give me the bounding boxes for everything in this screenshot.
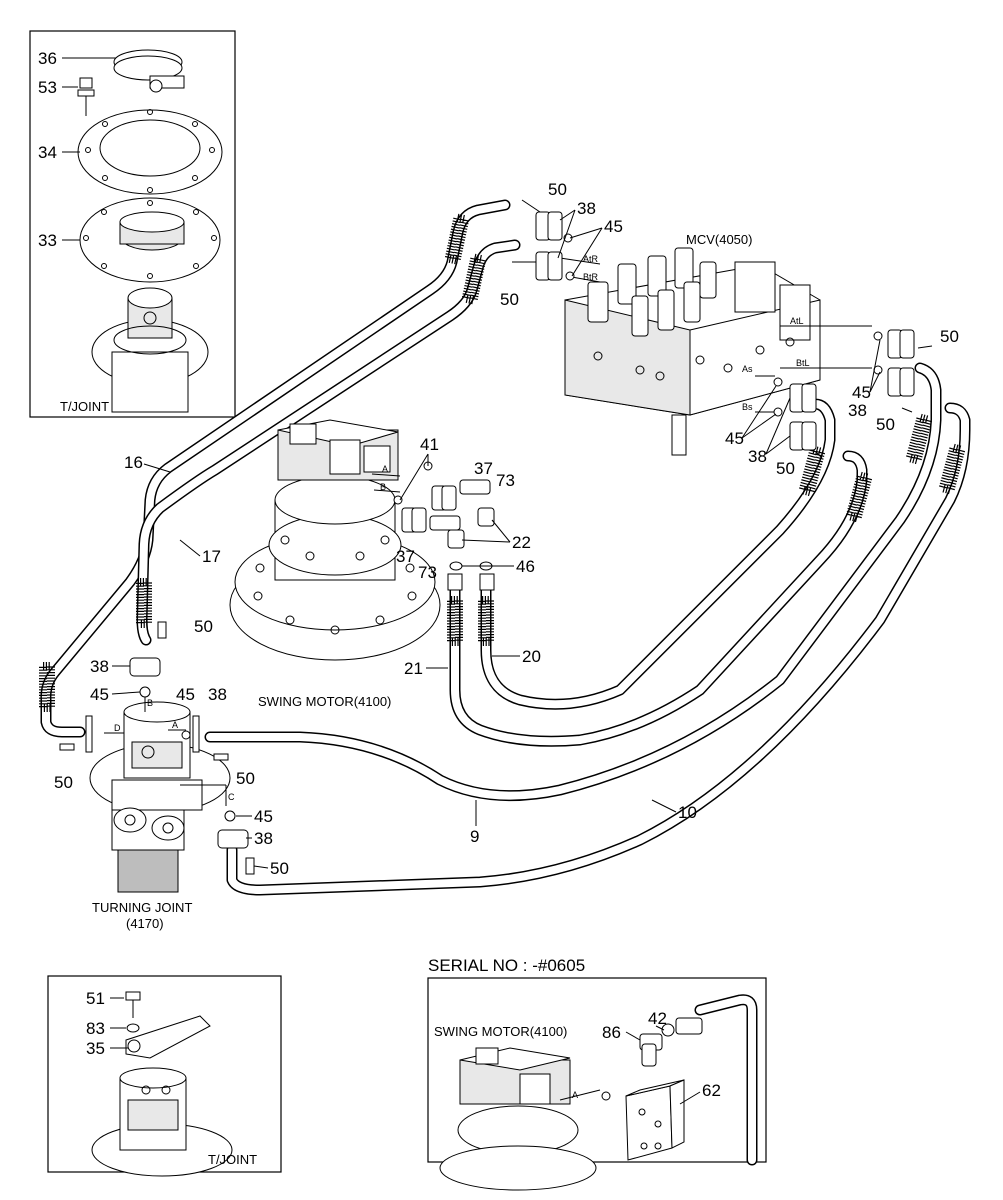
- washer-83-part: [126, 1023, 140, 1033]
- label-62: 62: [702, 1081, 721, 1100]
- tjoint-caption-line1: TURNING JOINT: [92, 900, 192, 915]
- callout-38-tj3: 38: [254, 829, 273, 848]
- inset-serial: SERIAL NO : -#0605 A S: [427, 956, 767, 1191]
- label-35: 35: [86, 1039, 105, 1058]
- callout-38-tj2: 38: [208, 685, 227, 704]
- swing-motor-caption: SWING MOTOR(4100): [258, 694, 391, 709]
- serial-fittings: [625, 1017, 703, 1161]
- label-53: 53: [38, 78, 57, 97]
- tjoint-small-body: [91, 1067, 233, 1177]
- callout-50-r1: 50: [940, 327, 959, 346]
- callout-41: 41: [420, 435, 439, 454]
- callout-50-tj3: 50: [236, 769, 255, 788]
- callouts: 50 38 45 50 50 45 38 50 45 38 50 41 37 7…: [54, 180, 959, 878]
- turning-joint-fittings: [59, 621, 255, 875]
- swing-motor-fittings: [393, 461, 495, 591]
- swing-motor: A B SWING MOTOR(4100): [229, 419, 441, 709]
- gasket-plate-part: [77, 109, 223, 195]
- callout-50-top2: 50: [500, 290, 519, 309]
- serial-motor: A: [439, 1047, 611, 1191]
- callout-45-tj2: 45: [176, 685, 195, 704]
- label-33: 33: [38, 231, 57, 250]
- callout-50-tj1: 50: [194, 617, 213, 636]
- mcv-port-atl: AtL: [790, 316, 804, 326]
- mcv-port-btl: BtL: [796, 358, 810, 368]
- callout-45-top: 45: [604, 217, 623, 236]
- callout-45-tj3: 45: [254, 807, 273, 826]
- callout-16: 16: [124, 453, 143, 472]
- tjoint-body-part: [91, 287, 209, 413]
- mcv-flanges-left: [512, 199, 575, 281]
- callout-50-tj2: 50: [54, 773, 73, 792]
- inset-top-caption: T/JOINT: [60, 399, 109, 414]
- callout-21: 21: [404, 659, 423, 678]
- callout-22: 22: [512, 533, 531, 552]
- tjoint-caption-line2: (4170): [126, 916, 164, 931]
- callout-50-r3: 50: [776, 459, 795, 478]
- callout-45-tj1: 45: [90, 685, 109, 704]
- callout-50-top: 50: [548, 180, 567, 199]
- tjoint-port-c: C: [228, 792, 235, 802]
- serial-heading: SERIAL NO : -#0605: [428, 956, 585, 975]
- swing-motor-port-a: A: [382, 464, 388, 474]
- cover-plate-part: [79, 197, 221, 283]
- callout-38-r2: 38: [748, 447, 767, 466]
- mcv-port-btr: BtR: [583, 272, 599, 282]
- hoses: [39, 199, 971, 896]
- bolt-51-part: [125, 991, 141, 1018]
- label-86: 86: [602, 1023, 621, 1042]
- callout-45-r: 45: [852, 383, 871, 402]
- inset-top-tjoint: 36 53 34 33 T/JOINT: [29, 30, 236, 418]
- inset-bottom-left-tjoint: 51 83 35 T/JOINT: [47, 975, 282, 1177]
- swing-motor-port-b: B: [380, 482, 386, 492]
- callout-17: 17: [202, 547, 221, 566]
- bolt-part: [77, 77, 95, 116]
- callout-50-r2: 50: [876, 415, 895, 434]
- label-83: 83: [86, 1019, 105, 1038]
- mcv-caption: MCV(4050): [686, 232, 752, 247]
- tjoint-port-b: B: [147, 698, 153, 708]
- callout-37a: 37: [474, 459, 493, 478]
- label-51: 51: [86, 989, 105, 1008]
- callout-20: 20: [522, 647, 541, 666]
- callout-45-r2: 45: [725, 429, 744, 448]
- callout-9: 9: [470, 827, 479, 846]
- serial-motor-caption: SWING MOTOR(4100): [434, 1024, 567, 1039]
- callout-10: 10: [678, 803, 697, 822]
- callout-38-r: 38: [848, 401, 867, 420]
- label-34: 34: [38, 143, 57, 162]
- mcv-port-bs: Bs: [742, 402, 753, 412]
- lock-plate-35-part: [125, 1015, 211, 1059]
- callout-73b: 73: [418, 563, 437, 582]
- callout-38-top: 38: [577, 199, 596, 218]
- callout-73a: 73: [496, 471, 515, 490]
- mcv-port-atr: AtR: [583, 254, 599, 264]
- mcv-valve-block: MCV(4050) AtR BtR AtL BtL As Bs: [559, 232, 872, 456]
- tjoint-port-a: A: [172, 720, 178, 730]
- tjoint-port-d: D: [114, 723, 121, 733]
- label-36: 36: [38, 49, 57, 68]
- callout-37b: 37: [396, 547, 415, 566]
- inset-bottom-left-caption: T/JOINT: [208, 1152, 257, 1167]
- callout-50-tj4: 50: [270, 859, 289, 878]
- band-clamp-part: [113, 49, 185, 93]
- serial-port-a: A: [572, 1090, 578, 1100]
- turning-joint: D A B C TURNING JOINT (4170): [89, 696, 235, 931]
- mcv-port-as: As: [742, 364, 753, 374]
- mcv-flanges-right: [773, 329, 933, 459]
- label-42: 42: [648, 1009, 667, 1028]
- callout-38-tj1: 38: [90, 657, 109, 676]
- callout-46: 46: [516, 557, 535, 576]
